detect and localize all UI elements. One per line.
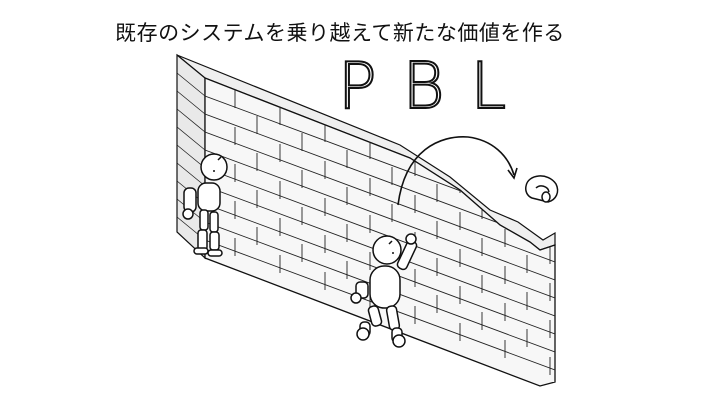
helmet-icon [525, 175, 559, 203]
pbl-logo-text: PBL [337, 50, 533, 124]
throw-arc-arrow [397, 136, 515, 206]
slide-caption: 既存のシステムを乗り越えて新たな価値を作る [115, 21, 565, 45]
thinking-figure-with-backpack [182, 153, 228, 257]
throwing-figure [350, 233, 418, 348]
brick-wall-illustration [176, 53, 556, 387]
